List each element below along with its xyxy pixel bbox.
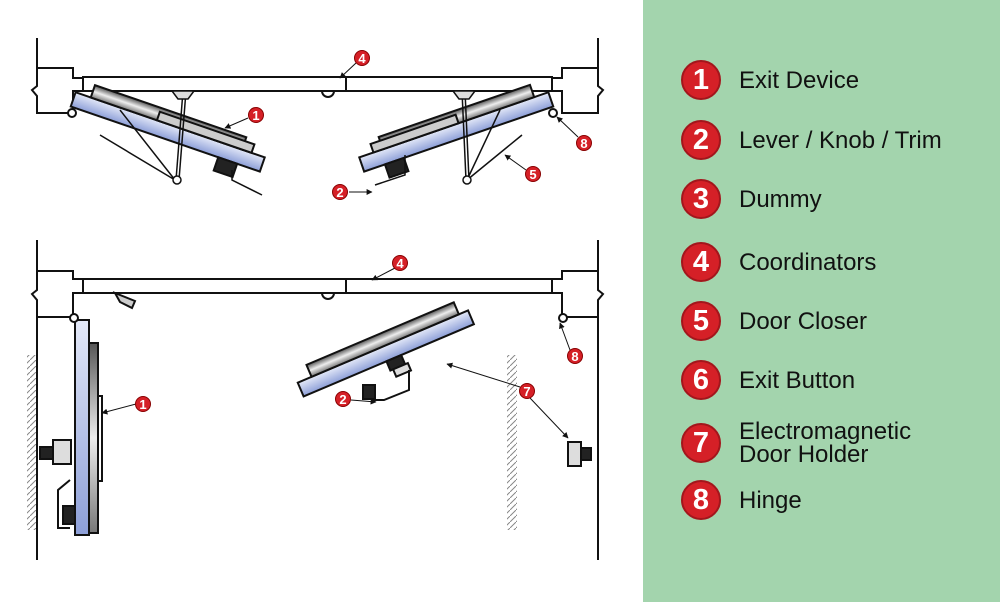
callout-7: 7 — [519, 383, 535, 399]
left-door-closer — [99, 90, 263, 196]
legend-item-coordinators: 4 Coordinators — [681, 242, 876, 282]
legend-item-dummy: 3 Dummy — [681, 179, 822, 219]
number-badge: 5 — [681, 301, 721, 341]
callout-5: 5 — [525, 166, 541, 182]
legend-item-lever: 2 Lever / Knob / Trim — [681, 120, 942, 160]
hinge-right — [548, 108, 558, 118]
callout-4: 4 — [354, 50, 370, 66]
bottom-callouts: 4 8 1 2 7 — [135, 255, 583, 412]
callout-1: 1 — [248, 107, 264, 123]
number-badge: 4 — [681, 242, 721, 282]
right-door — [357, 83, 555, 179]
legend-item-door-holder: 7 Electromagnetic Door Holder — [681, 418, 939, 468]
top-plan-double-doors — [30, 38, 605, 196]
legend-item-hinge: 8 Hinge — [681, 480, 802, 520]
number-badge: 1 — [681, 60, 721, 100]
right-wall-holder — [567, 441, 592, 467]
right-wall — [551, 38, 605, 114]
legend-item-door-closer: 5 Door Closer — [681, 301, 867, 341]
legend-label: Dummy — [739, 185, 822, 213]
left-wall-holder — [39, 439, 72, 465]
left-door — [69, 83, 267, 179]
svg-text:4: 4 — [358, 51, 366, 66]
legend-label: Exit Button — [739, 366, 856, 394]
svg-text:8: 8 — [580, 136, 587, 151]
callout-1: 1 — [135, 396, 151, 412]
legend-label: Door Closer — [739, 307, 868, 335]
svg-text:8: 8 — [571, 349, 578, 364]
legend-label: Exit Device — [739, 66, 860, 94]
bottom-plan-held-open — [27, 240, 605, 560]
header — [82, 76, 553, 92]
svg-text:1: 1 — [139, 397, 146, 412]
svg-text:4: 4 — [396, 256, 404, 271]
callout-4: 4 — [392, 255, 408, 271]
legend-label: Hinge — [739, 486, 802, 514]
svg-text:1: 1 — [252, 108, 259, 123]
number-badge: 8 — [681, 480, 721, 520]
left-wall — [30, 38, 84, 114]
legend-label: Electromagnetic Door Holder — [739, 418, 912, 468]
legend-label: Lever / Knob / Trim — [739, 126, 942, 154]
number-badge: 6 — [681, 360, 721, 400]
legend-item-exit-device: 1 Exit Device — [681, 60, 859, 100]
svg-text:7: 7 — [523, 384, 530, 399]
svg-text:2: 2 — [339, 392, 346, 407]
door-hardware-diagram: 4 1 8 5 2 — [27, 38, 605, 560]
hinge-left — [67, 108, 77, 118]
right-door-open — [296, 301, 476, 398]
number-badge: 7 — [681, 423, 721, 463]
right-door-closer — [374, 90, 523, 186]
legend-label: Coordinators — [739, 248, 877, 276]
header — [82, 278, 553, 294]
callout-8: 8 — [576, 135, 592, 151]
legend-panel: 1 Exit Device 2 Lever / Knob / Trim 3 Dummy… — [643, 0, 1000, 602]
left-door-open — [57, 319, 103, 536]
top-callouts: 4 1 8 5 2 — [248, 50, 592, 200]
number-badge: 3 — [681, 179, 721, 219]
callout-2: 2 — [332, 184, 348, 200]
svg-text:2: 2 — [336, 185, 343, 200]
legend-item-exit-button: 6 Exit Button — [681, 360, 855, 400]
svg-text:5: 5 — [529, 167, 536, 182]
callout-2: 2 — [335, 391, 351, 407]
number-badge: 2 — [681, 120, 721, 160]
callout-8: 8 — [567, 348, 583, 364]
